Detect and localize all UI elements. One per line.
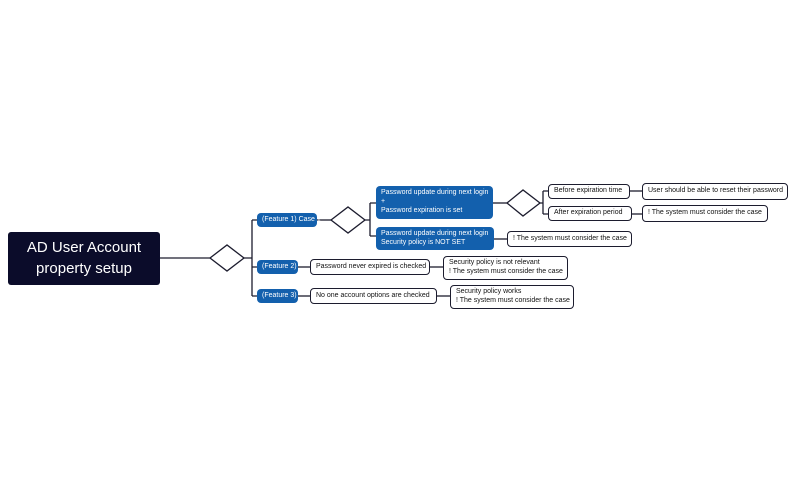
feature-2-result-line1: Security policy is not relevant — [449, 259, 540, 267]
before-expiration-text: Before expiration time — [554, 187, 623, 195]
root-line1: AD User Account — [26, 239, 142, 257]
decision-diamond-root — [208, 244, 246, 272]
branch-b-line1: Password update during next login — [381, 229, 489, 237]
feature-2-label: (Feature 2) — [262, 262, 297, 270]
feature-3-condition[interactable]: No one account options are checked — [310, 288, 437, 304]
after-expiration-result[interactable]: ! The system must consider the case — [642, 205, 768, 222]
feature-1-label: (Feature 1) Case 1 — [262, 215, 321, 223]
before-expiration-node[interactable]: Before expiration time — [548, 184, 630, 199]
feature-2-node[interactable]: (Feature 2) — [257, 260, 298, 274]
edge-diamond3-timing — [540, 190, 548, 215]
case1-branch-b[interactable]: Password update during next login Securi… — [376, 227, 494, 250]
before-result-text: User should be able to reset their passw… — [648, 187, 784, 195]
feature-2-condition[interactable]: Password never expired is checked — [310, 259, 430, 275]
feature-2-condition-text: Password never expired is checked — [316, 262, 427, 270]
branch-a-line2: + — [381, 198, 386, 206]
branch-b-result-text: ! The system must consider the case — [513, 234, 627, 242]
case1-branch-a[interactable]: Password update during next login + Pass… — [376, 186, 493, 219]
feature-2-result[interactable]: Security policy is not relevant ! The sy… — [443, 256, 568, 280]
decision-diamond-case1 — [329, 206, 367, 234]
feature-1-node[interactable]: (Feature 1) Case 1 — [257, 213, 321, 227]
decision-diamond-expiration — [505, 189, 542, 217]
after-expiration-text: After expiration period — [554, 209, 623, 217]
edge-diamond2-branches — [365, 202, 376, 237]
before-expiration-result[interactable]: User should be able to reset their passw… — [642, 183, 788, 200]
feature-3-result[interactable]: Security policy works ! The system must … — [450, 285, 574, 309]
feature-3-label: (Feature 3) — [262, 291, 297, 299]
after-result-text: ! The system must consider the case — [648, 209, 762, 217]
edge-diamond-features — [244, 219, 257, 297]
feature-3-node[interactable]: (Feature 3) — [257, 289, 298, 303]
branch-a-line3: Password expiration is set — [381, 206, 463, 214]
feature-3-result-line1: Security policy works — [456, 288, 522, 296]
branch-b-result[interactable]: ! The system must consider the case — [507, 231, 632, 247]
feature-2-result-line2: ! The system must consider the case — [449, 268, 563, 275]
feature-3-result-line2: ! The system must consider the case — [456, 297, 570, 304]
after-expiration-node[interactable]: After expiration period — [548, 206, 632, 221]
root-node[interactable]: AD User Account property setup — [8, 232, 160, 285]
feature-3-condition-text: No one account options are checked — [316, 291, 430, 299]
branch-b-line2: Security policy is NOT SET — [381, 238, 466, 246]
branch-a-line1: Password update during next login — [381, 189, 489, 197]
root-line2: property setup — [36, 259, 132, 277]
